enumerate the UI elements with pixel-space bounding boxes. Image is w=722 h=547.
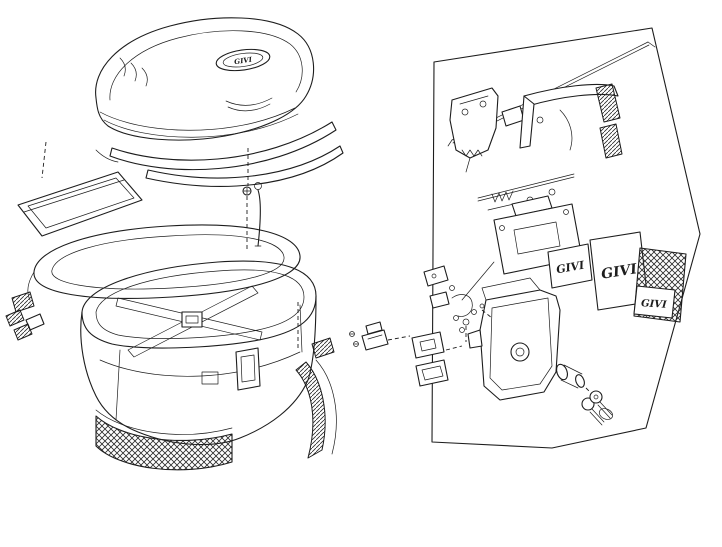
- lid-badge: GIVI: [215, 48, 271, 72]
- reflector-panel: GIVI: [633, 247, 687, 323]
- screw-and-cable: [242, 182, 262, 247]
- latch-spring: [461, 149, 483, 157]
- front-latch-plate: [201, 347, 261, 391]
- reflector-sticker-text: GIVI: [641, 298, 668, 311]
- striker-plate: [411, 331, 445, 359]
- latch-bracket: [449, 87, 525, 173]
- lock-mechanism: GIVI GIVI GIVI: [423, 41, 687, 426]
- seal-end-cap: [11, 291, 35, 313]
- elastic-straps: [115, 285, 263, 358]
- lock-panel-outline: [431, 27, 701, 449]
- latch-pad: [415, 359, 449, 387]
- spoiler-trim: [95, 121, 344, 187]
- lock-housing: [462, 277, 561, 401]
- mounting-clips: [5, 309, 45, 341]
- brand-sticker-small: GIVI: [547, 243, 593, 289]
- strap-buckle: [181, 311, 203, 328]
- brand-sticker-large: GIVI: [589, 231, 649, 311]
- keys: [581, 390, 614, 426]
- lid-vent-marks: [119, 57, 148, 87]
- reflector-tray: [17, 171, 143, 237]
- lid-handle-recess: [225, 97, 273, 112]
- bottom-reflector-band: [95, 415, 233, 471]
- assembly-guide-lines: [41, 141, 299, 348]
- case-base: [80, 260, 317, 471]
- handle-assembly: [519, 83, 623, 159]
- side-trim-tab: [311, 337, 335, 359]
- seal-ring: [11, 224, 301, 313]
- latch-levers: [423, 265, 493, 333]
- handle-pad-lower: [599, 123, 623, 159]
- lock-cylinder: [556, 363, 593, 395]
- side-trim: [295, 337, 337, 459]
- brand-sticker-small-text: GIVI: [555, 258, 586, 276]
- lid-badge-text: GIVI: [234, 55, 254, 67]
- brand-sticker-large-text: GIVI: [600, 261, 638, 282]
- handle-pad-upper: [595, 83, 621, 123]
- case-lid: GIVI: [95, 17, 315, 141]
- hardware-cluster: [349, 321, 463, 387]
